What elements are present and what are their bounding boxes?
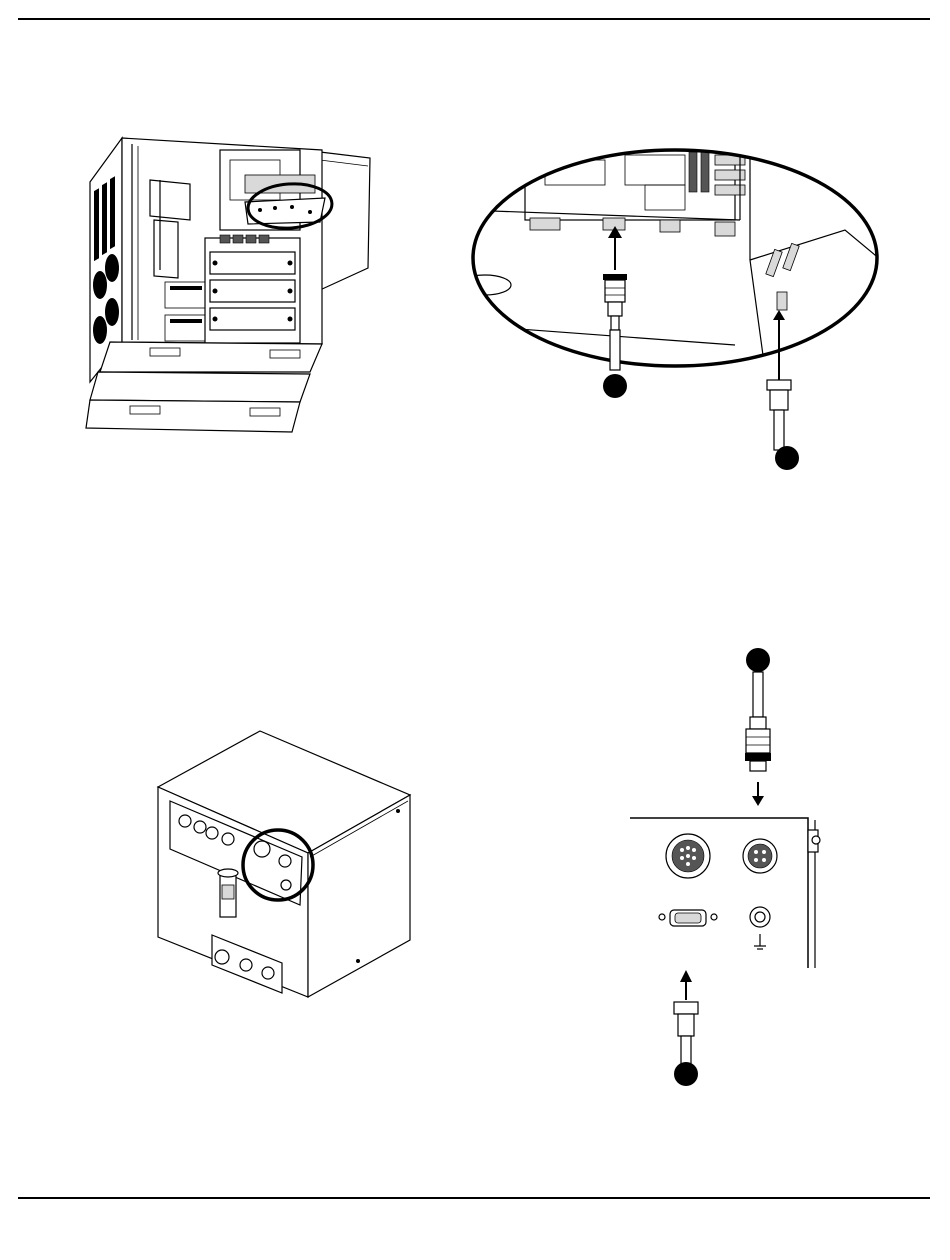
callout-marker (775, 446, 799, 470)
rear-panel-connector-icon (630, 640, 830, 1090)
large-circular-receptacle-icon (666, 834, 710, 878)
round-cable-connector-icon (603, 226, 627, 370)
callout-marker (746, 648, 770, 672)
gas-console-icon (150, 725, 420, 1005)
callout-marker (674, 1062, 698, 1086)
connector-detail-icon (465, 150, 905, 470)
top-rule (18, 18, 930, 20)
d-sub-cable-connector-icon (674, 970, 698, 1066)
callout-marker (603, 374, 627, 398)
power-supply-cabinet-icon (70, 120, 380, 440)
round-cable-connector-icon (745, 672, 771, 806)
d-sub-receptacle-icon (659, 910, 717, 926)
bottom-rule (18, 1197, 930, 1199)
ground-terminal-icon (750, 907, 770, 949)
small-circular-receptacle-icon (743, 839, 777, 873)
